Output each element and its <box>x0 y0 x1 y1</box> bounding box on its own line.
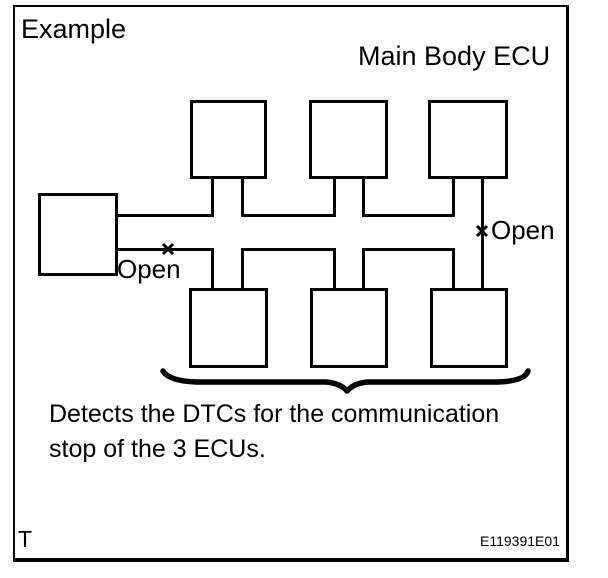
open-right-label: Open <box>491 215 555 245</box>
wire-stub-bottom-1-right <box>241 248 244 288</box>
ecu-box-bottom-1 <box>189 288 268 368</box>
bus-lower-segment-3 <box>362 248 455 251</box>
wire-stub-bottom-1-left <box>211 248 214 288</box>
curly-brace <box>160 368 531 394</box>
bus-upper-segment-2 <box>241 214 336 217</box>
wire-stub-bottom-2-right <box>362 248 365 288</box>
caption-line-2: stop of the 3 ECUs. <box>49 435 266 463</box>
bus-lower-segment-2 <box>241 248 336 251</box>
bus-upper-segment-1 <box>117 214 213 217</box>
wire-stub-top-1-left <box>211 179 214 217</box>
ecu-box-top-2 <box>309 100 388 179</box>
page-marker: T <box>18 526 33 552</box>
caption-line-1: Detects the DTCs for the communication <box>49 400 500 428</box>
example-label: Example <box>21 14 127 44</box>
figure-frame <box>13 5 569 562</box>
bus-lower-segment-1 <box>117 248 213 251</box>
wire-stub-bottom-3-left <box>452 248 455 288</box>
caption-text: Detects the DTCs for the communication s… <box>49 397 559 467</box>
wire-stub-top-3-left <box>452 179 455 217</box>
ecu-box-bottom-2 <box>310 288 388 368</box>
bus-upper-segment-3 <box>362 214 455 217</box>
wire-stub-top-2-left <box>333 179 336 217</box>
ecu-box-top-1 <box>190 100 267 179</box>
open-break-left-icon <box>161 242 175 256</box>
ecu-box-left <box>38 193 118 276</box>
open-left-label: Open <box>117 254 181 284</box>
figure-code: E119391E01 <box>480 533 560 549</box>
main-body-ecu-label: Main Body ECU <box>358 41 551 71</box>
wire-stub-top-1-right <box>241 179 244 217</box>
ecu-box-top-3 <box>428 100 508 179</box>
wire-stub-top-2-right <box>362 179 365 217</box>
open-break-right-icon <box>475 224 489 238</box>
ecu-box-bottom-3 <box>430 288 508 368</box>
wire-stub-bottom-2-left <box>333 248 336 288</box>
